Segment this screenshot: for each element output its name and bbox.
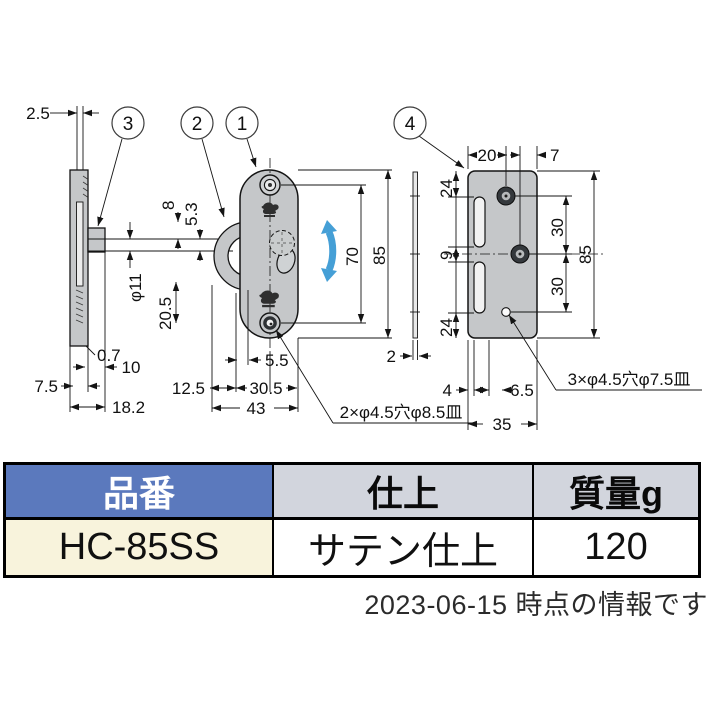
dim-front-width: 43 [247, 399, 266, 418]
dim-strike-s65: 6.5 [510, 381, 534, 400]
dim-side-block: 10 [122, 358, 141, 377]
side-view: 2.5 φ11 20.5 8 5.3 0 [26, 104, 233, 417]
dim-front-height: 85 [370, 246, 389, 265]
spec-header-row: 品番 仕上 質量g [3, 462, 701, 520]
dim-front-w2: 12.5 [172, 379, 205, 398]
spec-header-part-number: 品番 [3, 462, 274, 520]
callout-3 [111, 106, 145, 140]
dim-strike-mid: 9 [437, 251, 456, 260]
front-hole-note: 2×φ4.5穴φ8.5皿 [340, 403, 463, 422]
dim-hook-diameter: φ11 [126, 273, 145, 302]
dim-strike-pitch1: 30 [548, 218, 567, 237]
brand-emblem-bottom [259, 290, 279, 308]
dim-side-offset: 7.5 [34, 377, 58, 396]
strike-plate-view: 20 7 24 9 24 30 [437, 146, 702, 434]
dim-strike-s4: 4 [443, 381, 452, 400]
callout-1 [225, 106, 259, 140]
spec-header-mass: 質量g [532, 462, 701, 520]
strike-hole-bottom [501, 307, 511, 317]
callouts: 3 2 1 4 [97, 106, 465, 227]
callout-4 [393, 106, 427, 140]
spec-data-row: HC-85SS サテン仕上 120 [3, 517, 701, 578]
spec-part-number: HC-85SS [3, 517, 274, 578]
lever-axis [269, 230, 295, 256]
spacer-plate-view: 2 [387, 171, 431, 366]
spec-header-finish: 仕上 [272, 462, 534, 520]
slot-bottom [473, 261, 486, 314]
dim-strike-top: 24 [437, 179, 456, 198]
callout-3-label: 3 [123, 114, 134, 135]
dim-strike-holex: 20 [478, 146, 497, 165]
front-view: 70 85 5.5 12.5 30.5 43 2×φ4.5穴φ8.5皿 [172, 158, 475, 424]
dim-front-w1: 5.5 [265, 351, 289, 370]
dim-front-pitch: 70 [343, 247, 362, 266]
dim-hook-gap: 5.3 [182, 202, 201, 226]
spec-mass: 120 [532, 517, 701, 578]
callout-4-label: 4 [405, 114, 416, 135]
dim-side-lip: 0.7 [97, 346, 121, 365]
dim-strike-thickness: 2 [387, 347, 396, 366]
callout-1-label: 1 [237, 114, 248, 135]
dim-hook-low: 20.5 [156, 297, 175, 330]
dim-strike-bottom: 24 [437, 318, 456, 337]
dim-strike-height: 85 [576, 245, 595, 264]
dim-hook-top: 8 [159, 201, 178, 210]
spec-finish: サテン仕上 [272, 517, 534, 578]
strike-screw-middle [510, 244, 530, 264]
strike-hole-note: 3×φ4.5穴φ7.5皿 [568, 370, 691, 389]
latch-body [239, 169, 299, 339]
dim-strike-pitch2: 30 [548, 277, 567, 296]
spec-table: 品番 仕上 質量g HC-85SS サテン仕上 120 [3, 462, 701, 578]
brand-emblem-top [261, 202, 279, 217]
date-note: 2023-06-15 時点の情報です [364, 590, 708, 620]
callout-2 [180, 106, 214, 140]
rotation-arrow-icon [321, 220, 337, 282]
slot-top [473, 196, 486, 248]
dim-front-w3: 30.5 [249, 379, 282, 398]
latch-pin-block [87, 227, 106, 253]
serrations [75, 175, 88, 324]
callout-2-label: 2 [192, 114, 203, 135]
dim-side-total: 18.2 [112, 398, 145, 417]
strike-screw-top [496, 186, 516, 206]
dim-side-thickness: 2.5 [26, 104, 50, 123]
dim-strike-edge: 7 [550, 146, 559, 165]
dim-strike-width: 35 [493, 415, 512, 434]
technical-drawing: 2.5 φ11 20.5 8 5.3 0 [26, 104, 702, 434]
